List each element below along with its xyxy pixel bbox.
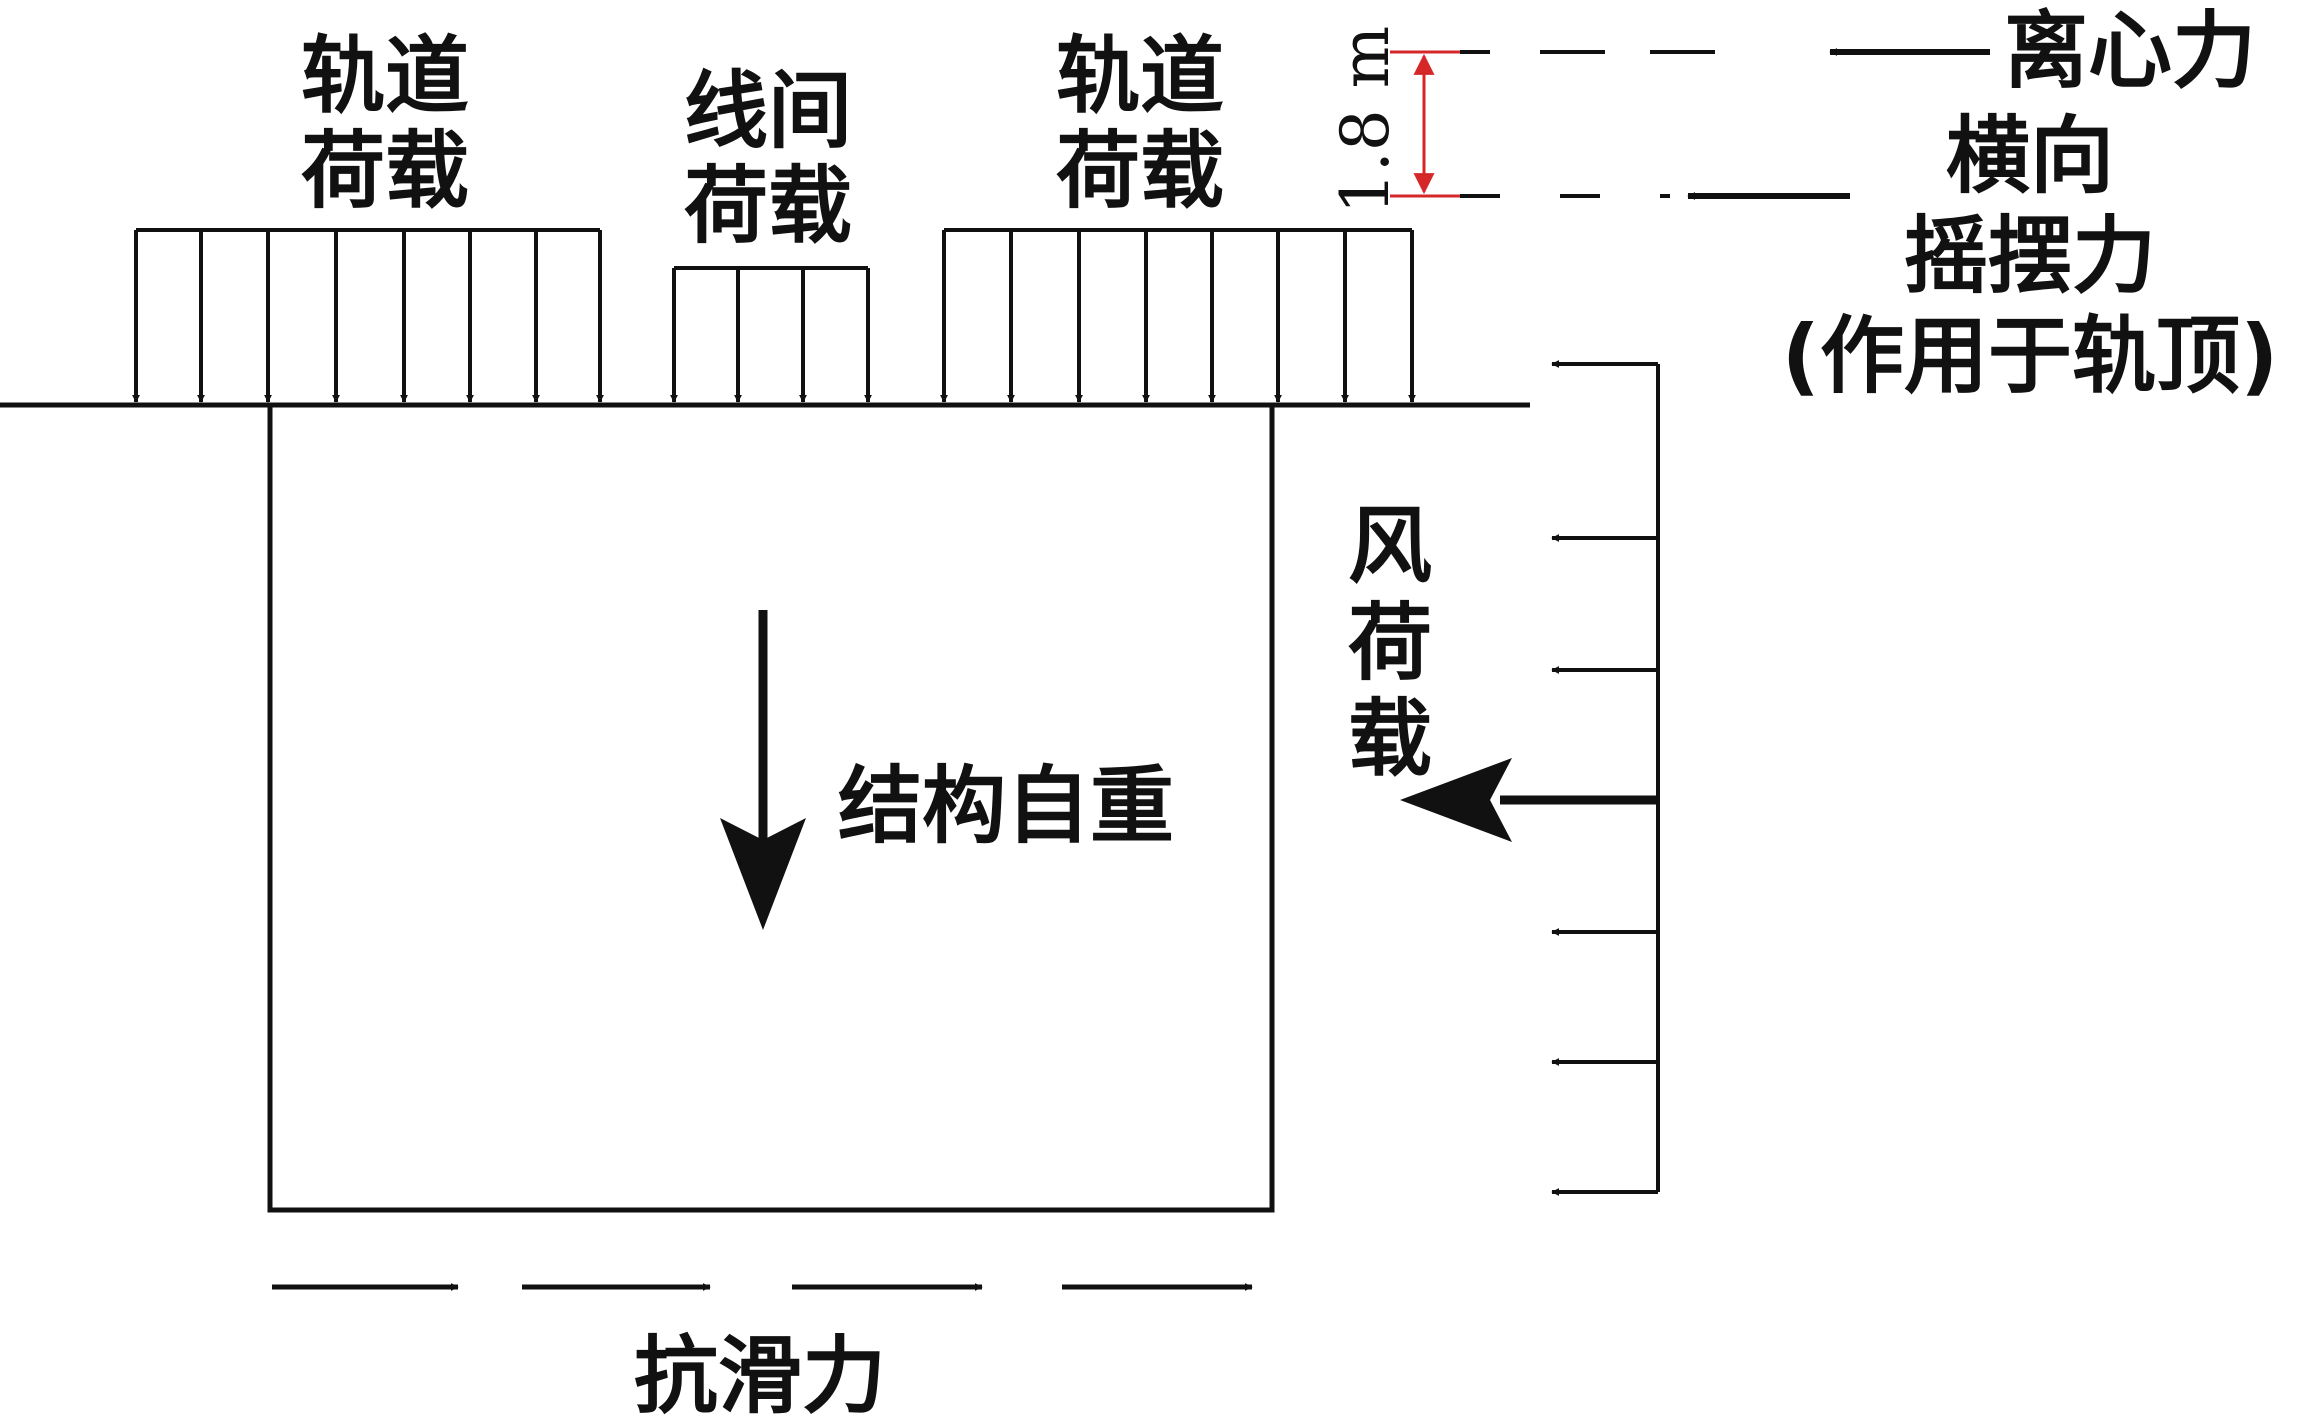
track-load-left-label-line1: 轨道 xyxy=(301,27,469,125)
track-load-right-label-line2: 荷载 xyxy=(1056,122,1224,220)
lateral-swing-label-line2: 摇摆力 xyxy=(1904,207,2156,305)
lateral-swing-label-line3: (作用于轨顶) xyxy=(1782,307,2279,405)
track-load-left-label-line2: 荷载 xyxy=(301,122,469,220)
inter-track-load-arrows xyxy=(670,266,872,403)
anti-slide-force-label: 抗滑力 xyxy=(634,1327,886,1425)
lateral-swing-label-line1: 横向 xyxy=(1946,107,2114,205)
centrifugal-force-label: 离心力 xyxy=(2004,2,2256,100)
self-weight-label: 结构自重 xyxy=(838,757,1174,855)
dimension-label: 1.8 m xyxy=(1327,26,1404,215)
wind-load-label-char3: 载 xyxy=(1348,690,1432,788)
track-load-right-label-line1: 轨道 xyxy=(1056,27,1224,125)
wind-load-label-char2: 荷 xyxy=(1348,594,1432,692)
wind-load-resultant-arrow xyxy=(1400,758,1658,842)
track-load-right-arrows xyxy=(940,228,1416,403)
inter-track-load-label-line1: 线间 xyxy=(684,62,852,160)
self-weight-arrow xyxy=(720,610,806,930)
inter-track-load-label-line2: 荷载 xyxy=(684,157,852,255)
wind-load-arrows xyxy=(1551,360,1660,1196)
wind-load-label-char1: 风 xyxy=(1348,497,1432,595)
structure-box xyxy=(267,402,1275,1213)
track-load-left-arrows xyxy=(132,228,604,403)
dimension-marker xyxy=(1390,50,1460,198)
